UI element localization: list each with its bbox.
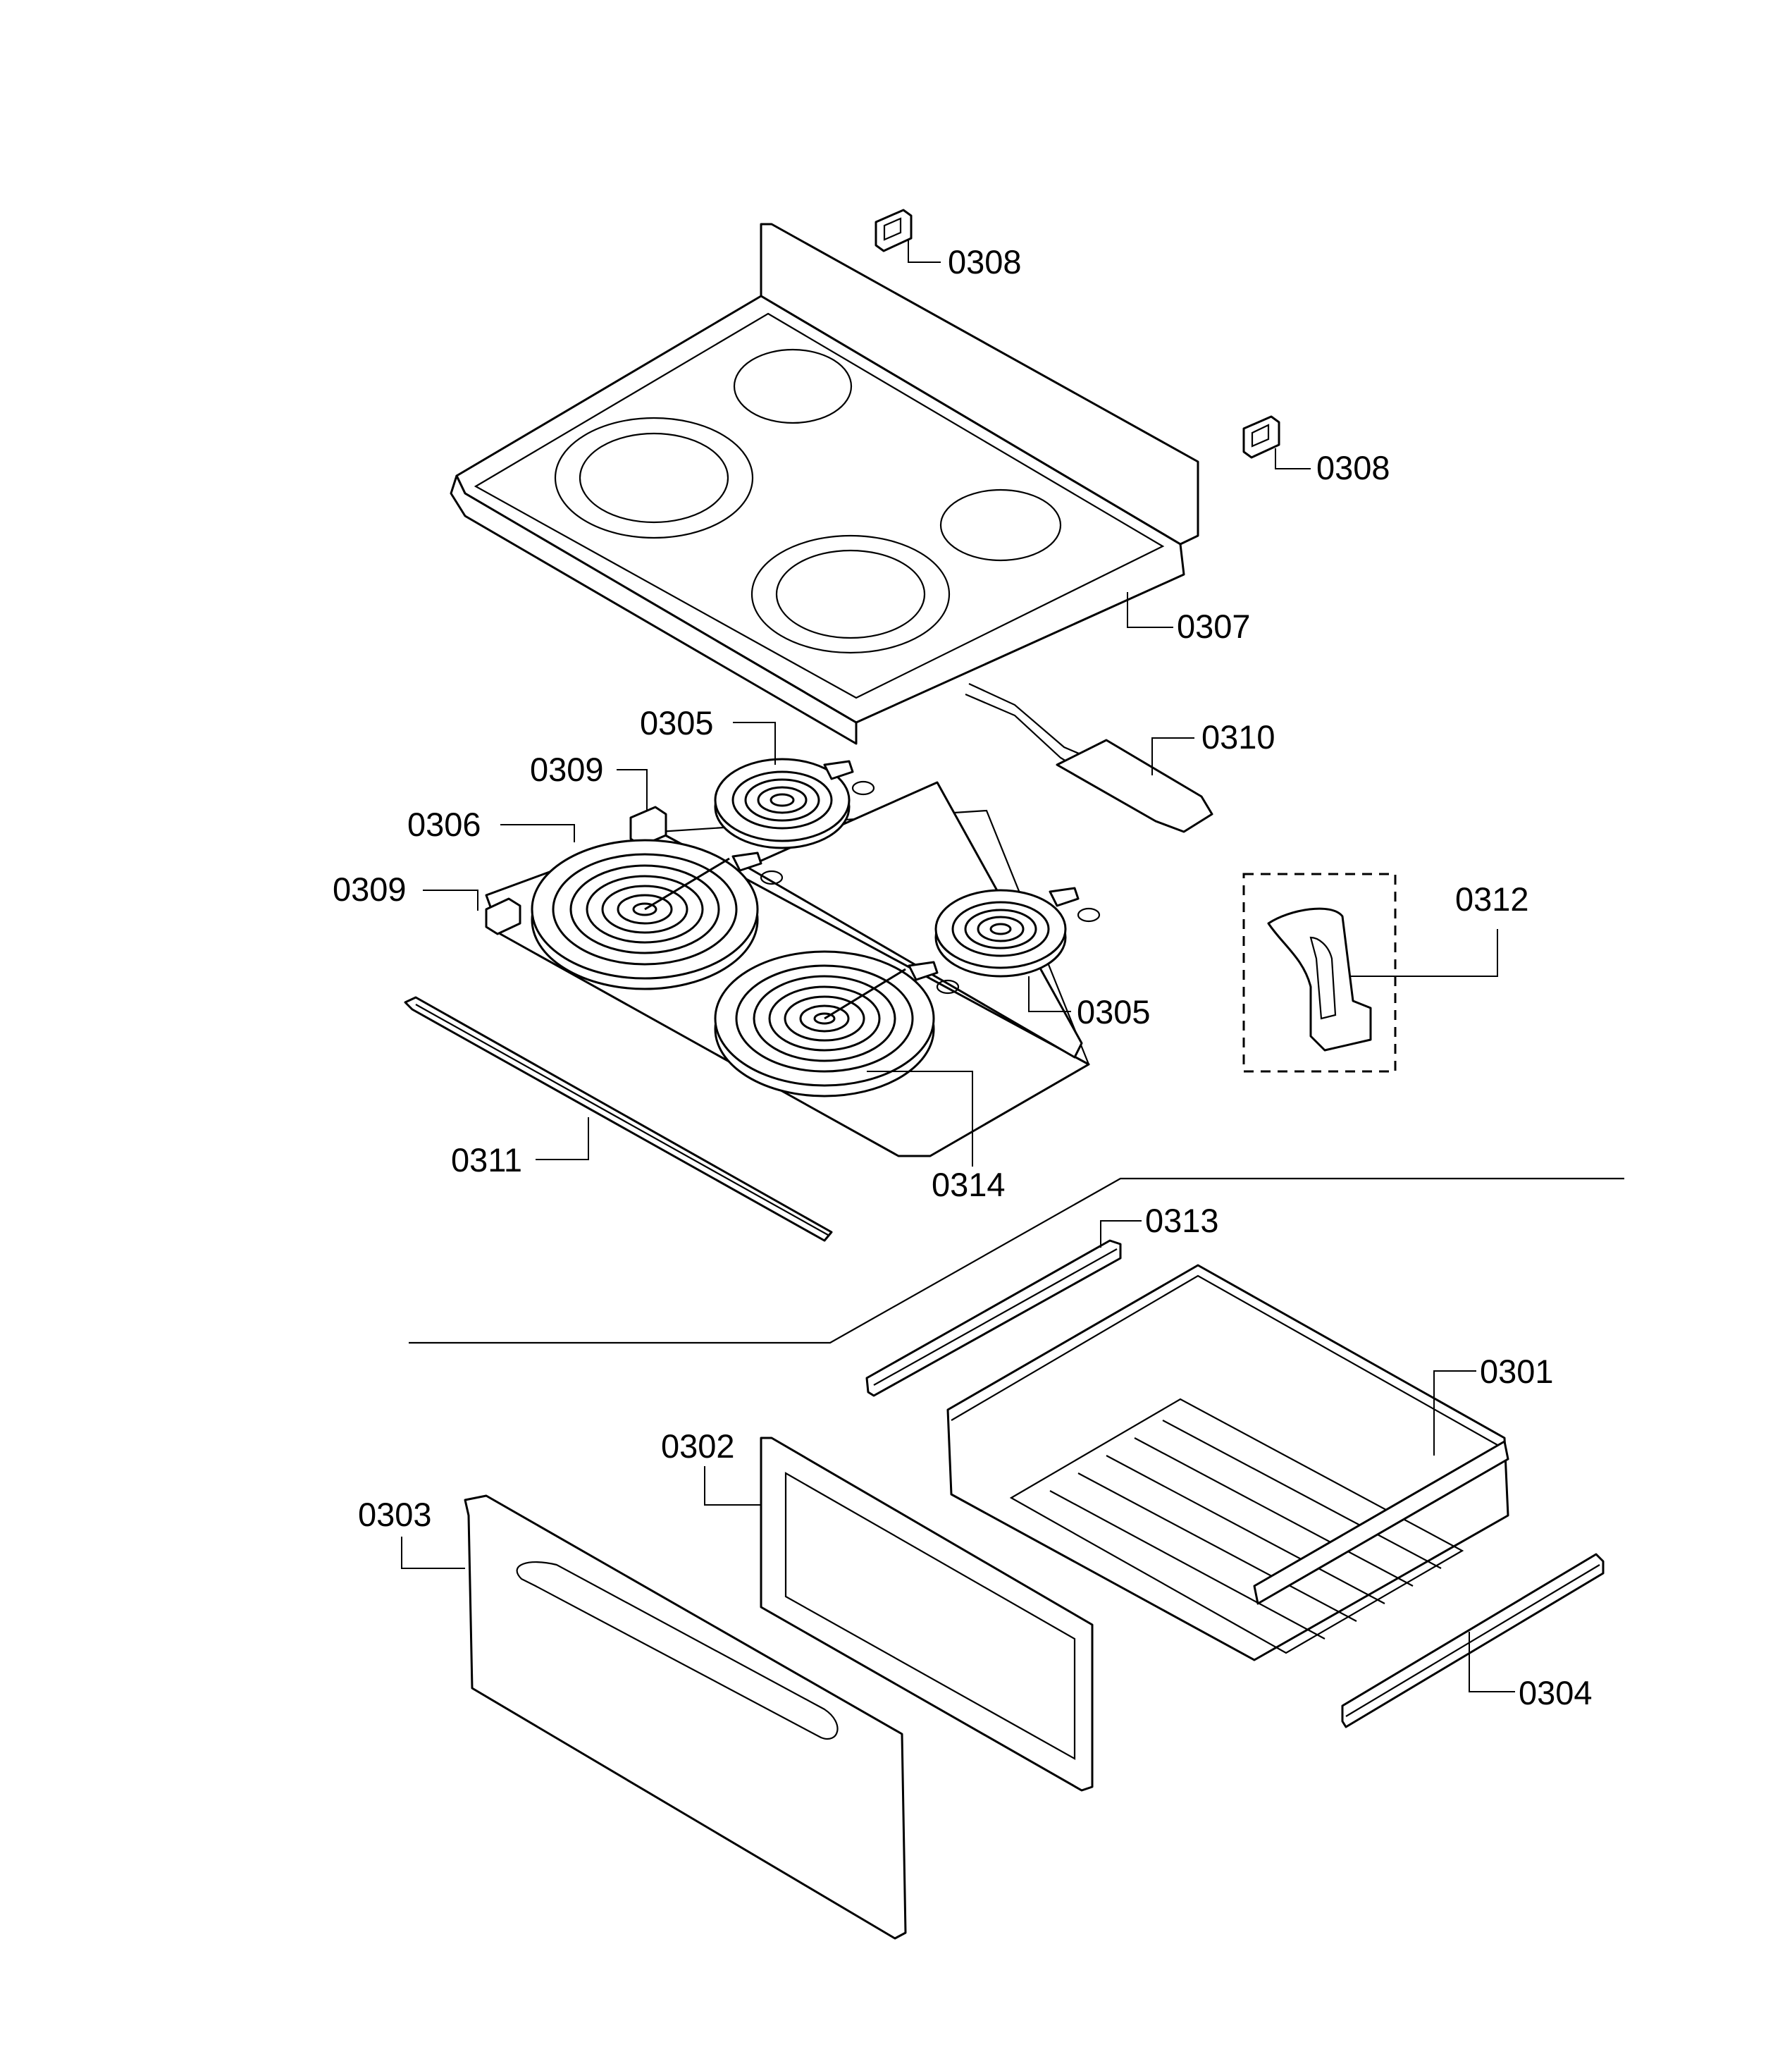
leader-0310 bbox=[1151, 737, 1194, 775]
surface-element-0305-upper bbox=[714, 758, 875, 849]
clip-part-0308-top bbox=[875, 209, 913, 252]
trim-strip-part-0311 bbox=[404, 996, 833, 1242]
callout-0311: 0311 bbox=[451, 1141, 522, 1179]
drawer-body-part-0301 bbox=[946, 1264, 1509, 1661]
callout-0301: 0301 bbox=[1480, 1353, 1554, 1390]
clip-part-0308-right bbox=[1242, 415, 1280, 459]
leader-0311 bbox=[536, 1117, 589, 1160]
callout-0313: 0313 bbox=[1145, 1202, 1219, 1239]
callout-0312: 0312 bbox=[1455, 880, 1529, 918]
surface-element-0306 bbox=[531, 839, 784, 990]
callout-0307: 0307 bbox=[1177, 608, 1251, 645]
callout-0304: 0304 bbox=[1519, 1674, 1593, 1711]
callout-0302: 0302 bbox=[661, 1427, 735, 1465]
leader-0305-upper bbox=[733, 722, 776, 765]
cooktop-part-0307 bbox=[450, 223, 1199, 745]
leader-0314 bbox=[867, 1071, 973, 1167]
slide-rail-part-0304 bbox=[1341, 1553, 1605, 1728]
leader-0307 bbox=[1127, 592, 1173, 628]
callout-0310: 0310 bbox=[1201, 718, 1275, 756]
bracket-part-0309-lower bbox=[485, 897, 521, 935]
callout-0308-right: 0308 bbox=[1316, 449, 1390, 486]
callout-0305-lower: 0305 bbox=[1077, 993, 1151, 1031]
leader-0306 bbox=[500, 824, 575, 842]
callout-0314: 0314 bbox=[932, 1166, 1006, 1203]
knob-detail-box bbox=[1242, 873, 1397, 1073]
callout-0308-top: 0308 bbox=[948, 243, 1022, 281]
leader-0308-top bbox=[908, 240, 941, 263]
callout-0303: 0303 bbox=[358, 1496, 432, 1533]
knob-part-0312 bbox=[1267, 907, 1372, 1052]
door-liner-part-0302 bbox=[760, 1437, 1094, 1792]
callout-0309-lower: 0309 bbox=[333, 871, 407, 908]
callout-0306: 0306 bbox=[407, 806, 481, 843]
bracket-part-0309-upper bbox=[629, 806, 667, 847]
leader-0308-right bbox=[1275, 448, 1311, 469]
leader-0312 bbox=[1349, 929, 1498, 977]
leader-0305-lower bbox=[1028, 976, 1071, 1012]
leader-0313 bbox=[1100, 1220, 1142, 1248]
leader-0301 bbox=[1433, 1370, 1476, 1456]
surface-element-0305-lower bbox=[934, 887, 1101, 978]
callout-0309-upper: 0309 bbox=[530, 751, 604, 788]
drawer-front-panel-part-0303 bbox=[464, 1494, 907, 1940]
leader-0309-lower bbox=[423, 890, 478, 911]
slide-rail-part-0313 bbox=[865, 1239, 1122, 1397]
leader-0302 bbox=[704, 1466, 761, 1506]
leader-0303 bbox=[401, 1537, 465, 1569]
section-divider bbox=[409, 1177, 1624, 1344]
bracket-part-0310 bbox=[965, 683, 1213, 833]
surface-element-0314 bbox=[714, 950, 960, 1097]
leader-0309-upper bbox=[617, 769, 648, 811]
leader-0304 bbox=[1469, 1632, 1515, 1692]
callout-0305-upper: 0305 bbox=[640, 704, 714, 742]
